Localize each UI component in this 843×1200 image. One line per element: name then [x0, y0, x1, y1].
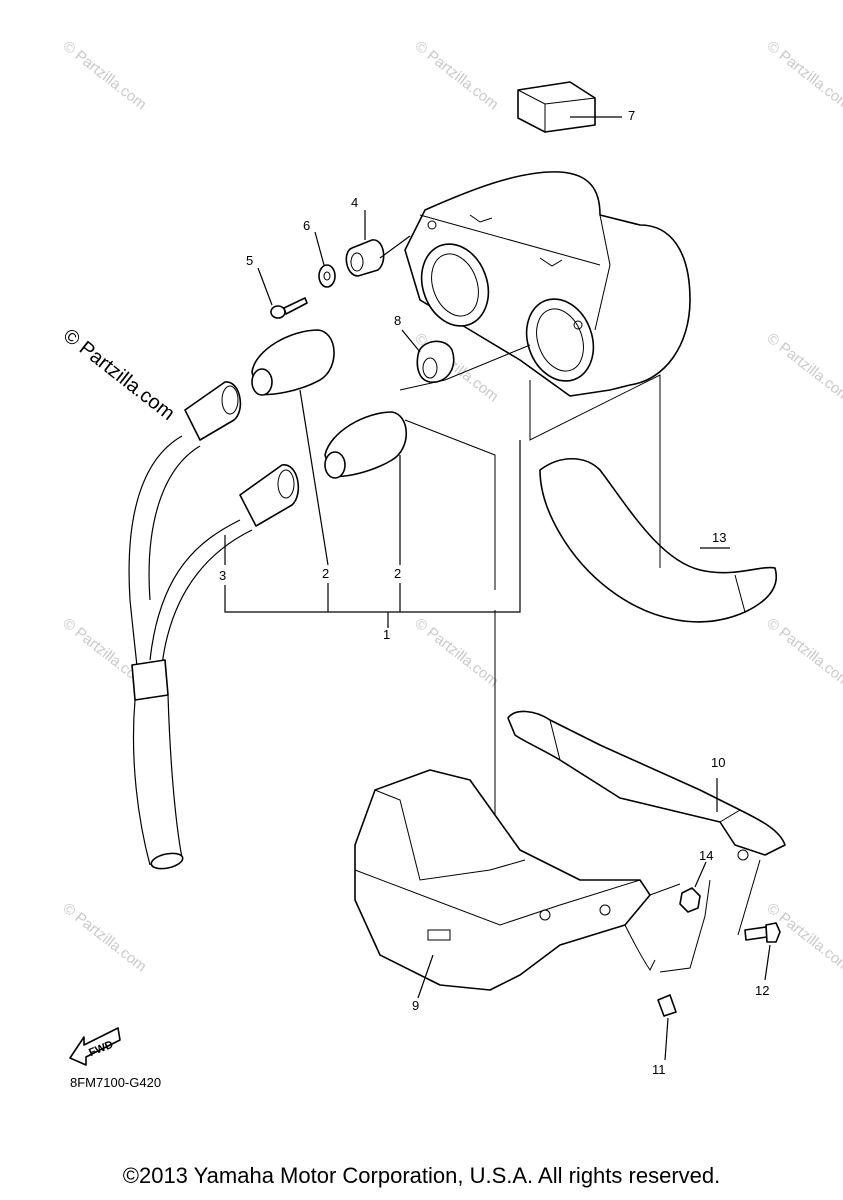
callout-8: 8 — [394, 313, 401, 328]
callout-1: 1 — [383, 627, 390, 642]
callout-14: 14 — [699, 848, 713, 863]
callout-2: 2 — [394, 566, 401, 581]
part-9-lower-cover — [354, 769, 651, 999]
watermark: © Partzilla.com — [764, 38, 843, 114]
drawing-code: 8FM7100-G420 — [70, 1075, 162, 1090]
watermark: © Partzilla.com — [764, 330, 843, 406]
part-2-bulb-lower — [324, 411, 407, 479]
watermark-prominent: © Partzilla.com — [59, 325, 179, 425]
part-8-grommet — [399, 329, 531, 391]
part-13-band — [529, 374, 777, 623]
part-2-bulb-upper — [251, 329, 335, 396]
callout-12: 12 — [755, 983, 769, 998]
part-4-grommet — [345, 210, 411, 277]
callout-6: 6 — [303, 218, 310, 233]
callout-9: 9 — [412, 998, 419, 1013]
callout-5: 5 — [246, 253, 253, 268]
part-10-bracket — [507, 710, 786, 861]
watermark: © Partzilla.com — [60, 38, 150, 114]
fwd-arrow-icon: FWD — [69, 1027, 121, 1066]
callout-2: 2 — [322, 566, 329, 581]
callout-7: 7 — [628, 108, 635, 123]
copyright-notice: ©2013 Yamaha Motor Corporation, U.S.A. A… — [122, 1163, 721, 1188]
part-5-screw — [257, 267, 308, 319]
part-6-washer — [314, 231, 336, 288]
leader-lines-assembly — [224, 389, 521, 870]
part-3-socket-harness — [128, 381, 300, 870]
watermark: © Partzilla.com — [60, 900, 150, 976]
callout-labels: 1 2 2 3 4 5 6 7 8 9 10 11 12 13 14 — [219, 108, 769, 1077]
part-7-block — [517, 81, 622, 133]
part-12-bolt — [737, 859, 781, 981]
callout-13: 13 — [712, 530, 726, 545]
callout-4: 4 — [351, 195, 358, 210]
callout-11: 11 — [652, 1062, 666, 1077]
part-14-nut — [649, 861, 711, 973]
watermark: © Partzilla.com — [412, 615, 502, 691]
callout-3: 3 — [219, 568, 226, 583]
headlight-housing — [404, 171, 691, 397]
watermark: © Partzilla.com — [764, 615, 843, 691]
watermark: © Partzilla.com — [412, 38, 502, 114]
callout-10: 10 — [711, 755, 725, 770]
part-11-clip — [624, 924, 677, 1061]
